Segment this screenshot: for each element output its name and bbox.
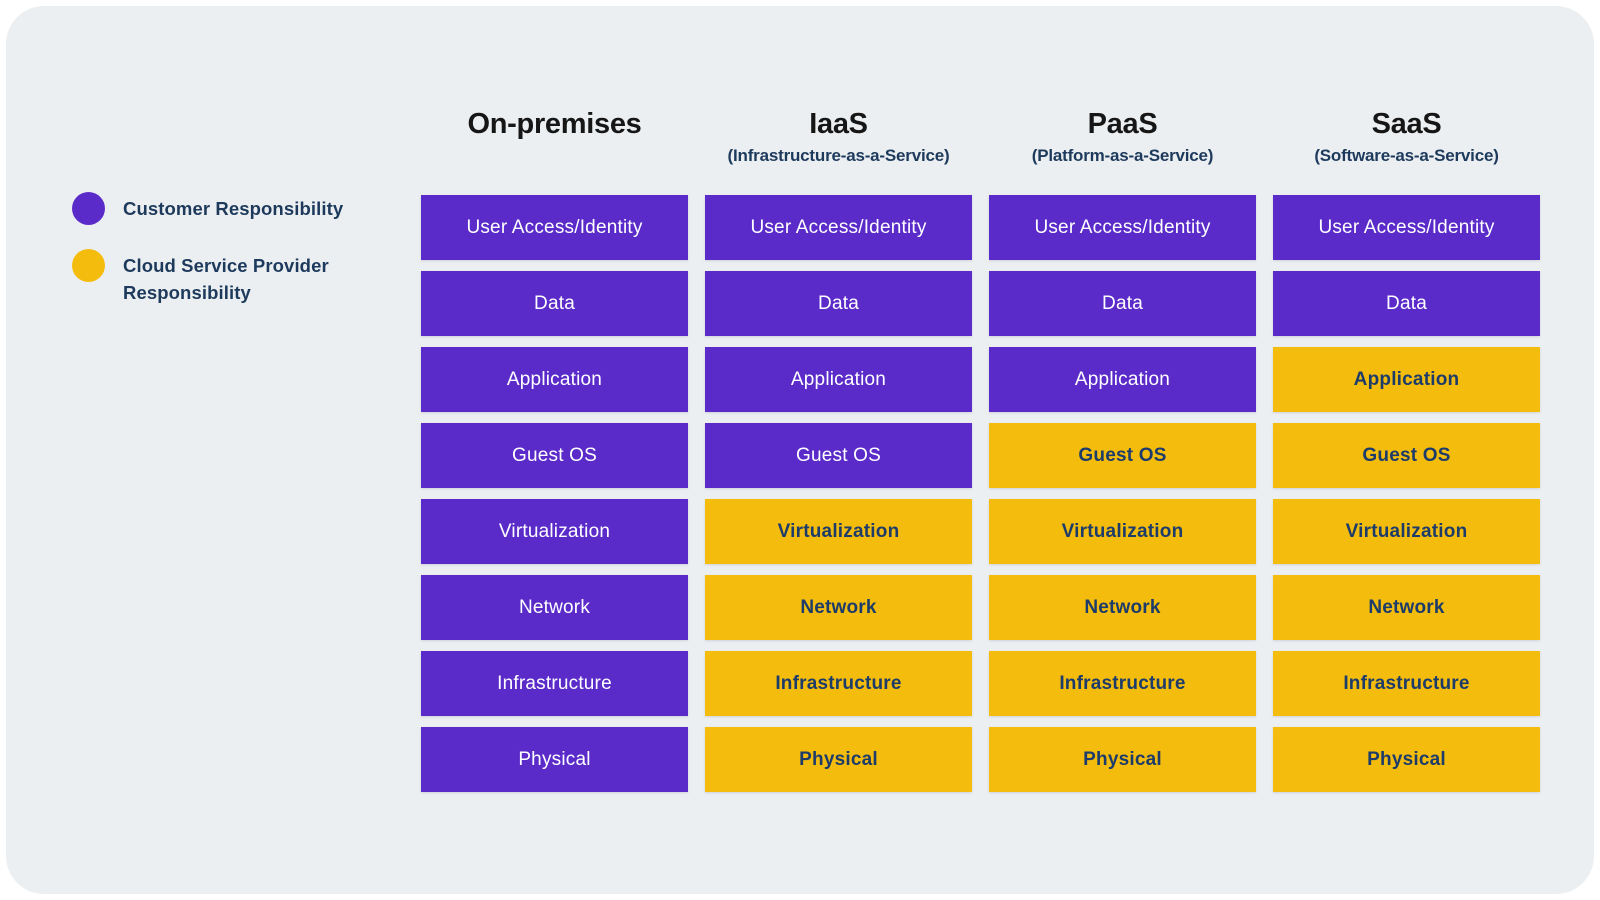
cell-physical: Physical xyxy=(705,727,972,792)
cell-infrastructure: Infrastructure xyxy=(421,651,688,716)
cell-virtualization: Virtualization xyxy=(1273,499,1540,564)
column-header: PaaS (Platform-as-a-Service) xyxy=(989,104,1256,195)
cell-network: Network xyxy=(705,575,972,640)
cell-physical: Physical xyxy=(1273,727,1540,792)
cell-guest-os: Guest OS xyxy=(421,423,688,488)
column-subtitle: (Software-as-a-Service) xyxy=(1314,146,1499,165)
cell-user-access-identity: User Access/Identity xyxy=(989,195,1256,260)
cell-data: Data xyxy=(1273,271,1540,336)
customer-color-swatch xyxy=(72,192,105,225)
cell-guest-os: Guest OS xyxy=(989,423,1256,488)
cell-infrastructure: Infrastructure xyxy=(989,651,1256,716)
cell-network: Network xyxy=(1273,575,1540,640)
column-iaas: IaaS (Infrastructure-as-a-Service) User Ac… xyxy=(705,104,972,792)
cell-virtualization: Virtualization xyxy=(705,499,972,564)
legend-item-provider: Cloud Service Provider Responsibility xyxy=(72,249,355,306)
column-paas: PaaS (Platform-as-a-Service) User Access/I… xyxy=(989,104,1256,792)
column-header: IaaS (Infrastructure-as-a-Service) xyxy=(705,104,972,195)
column-subtitle: (Infrastructure-as-a-Service) xyxy=(727,146,950,165)
column-title: PaaS xyxy=(1087,108,1158,140)
legend-label-provider: Cloud Service Provider Responsibility xyxy=(123,255,329,303)
cell-data: Data xyxy=(705,271,972,336)
column-title: IaaS xyxy=(809,108,868,140)
cell-infrastructure: Infrastructure xyxy=(1273,651,1540,716)
canvas-panel: Customer Responsibility Cloud Service Pr… xyxy=(6,6,1594,894)
legend-item-customer: Customer Responsibility xyxy=(72,192,355,225)
legend: Customer Responsibility Cloud Service Pr… xyxy=(72,192,355,306)
cell-virtualization: Virtualization xyxy=(421,499,688,564)
column-title: SaaS xyxy=(1371,108,1442,140)
cell-application: Application xyxy=(421,347,688,412)
column-title: On-premises xyxy=(467,108,642,140)
cell-network: Network xyxy=(421,575,688,640)
cell-physical: Physical xyxy=(421,727,688,792)
cell-user-access-identity: User Access/Identity xyxy=(705,195,972,260)
column-saas: SaaS (Software-as-a-Service) User Access/I… xyxy=(1273,104,1540,792)
cell-user-access-identity: User Access/Identity xyxy=(1273,195,1540,260)
cell-virtualization: Virtualization xyxy=(989,499,1256,564)
cell-user-access-identity: User Access/Identity xyxy=(421,195,688,260)
cell-application: Application xyxy=(705,347,972,412)
cell-application: Application xyxy=(1273,347,1540,412)
cell-network: Network xyxy=(989,575,1256,640)
legend-label-customer: Customer Responsibility xyxy=(123,198,344,219)
provider-color-swatch xyxy=(72,249,105,282)
cell-infrastructure: Infrastructure xyxy=(705,651,972,716)
cell-physical: Physical xyxy=(989,727,1256,792)
cell-application: Application xyxy=(989,347,1256,412)
column-header: On-premises xyxy=(421,104,688,195)
column-subtitle: (Platform-as-a-Service) xyxy=(1031,146,1214,165)
cell-guest-os: Guest OS xyxy=(705,423,972,488)
cell-guest-os: Guest OS xyxy=(1273,423,1540,488)
column-header: SaaS (Software-as-a-Service) xyxy=(1273,104,1540,195)
cell-data: Data xyxy=(421,271,688,336)
cell-data: Data xyxy=(989,271,1256,336)
